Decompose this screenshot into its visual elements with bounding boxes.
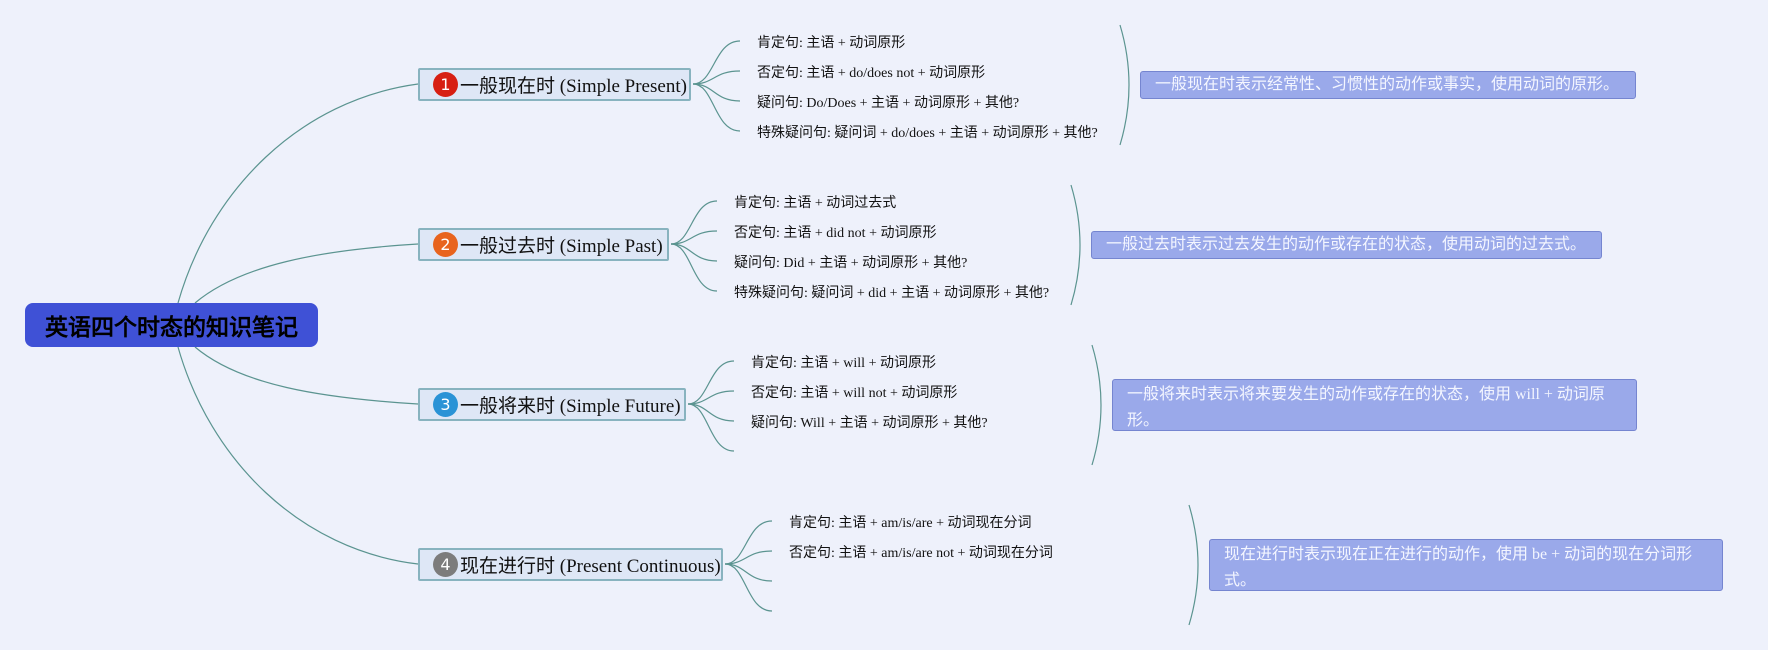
number-badge-icon: 4 xyxy=(433,552,458,577)
topic-node-present-continuous[interactable]: 4 现在进行时 (Present Continuous) xyxy=(418,548,723,581)
number-badge-icon: 1 xyxy=(433,72,458,97)
summary-note[interactable]: 一般将来时表示将来要发生的动作或存在的状态，使用 will + 动词原形。 xyxy=(1112,379,1637,431)
subtopic-item[interactable]: 疑问句: Did + 主语 + 动词原形 + 其他? xyxy=(734,256,968,271)
subtopic-item[interactable]: 否定句: 主语 + will not + 动词原形 xyxy=(751,386,958,401)
subtopic-item[interactable]: 特殊疑问句: 疑问词 + do/does + 主语 + 动词原形 + 其他? xyxy=(757,126,1098,141)
sub-connector-2-2 xyxy=(670,230,718,245)
subtopic-item[interactable]: 否定句: 主语 + do/does not + 动词原形 xyxy=(757,66,986,81)
subtopic-item[interactable]: 疑问句: Will + 主语 + 动词原形 + 其他? xyxy=(751,416,988,431)
root-node[interactable]: 英语四个时态的知识笔记 xyxy=(25,303,318,347)
root-branch-2 xyxy=(194,243,419,304)
sub-connector-3-2 xyxy=(687,390,735,405)
root-branch-1 xyxy=(177,83,419,304)
sub-connector-3-1 xyxy=(687,360,735,405)
subtopic-item[interactable]: 肯定句: 主语 + am/is/are + 动词现在分词 xyxy=(789,516,1032,531)
root-title: 英语四个时态的知识笔记 xyxy=(45,315,298,341)
topic-label: 一般现在时 (Simple Present) xyxy=(460,76,687,97)
sub-connector-2-4 xyxy=(670,243,718,292)
sub-connector-4-4 xyxy=(724,563,773,612)
subtopic-item[interactable]: 疑问句: Do/Does + 主语 + 动词原形 + 其他? xyxy=(757,96,1020,111)
sub-connector-2-1 xyxy=(670,200,718,245)
subtopic-item[interactable]: 特殊疑问句: 疑问词 + did + 主语 + 动词原形 + 其他? xyxy=(734,286,1050,301)
root-branch-4 xyxy=(177,346,419,565)
subtopic-item[interactable]: 否定句: 主语 + am/is/are not + 动词现在分词 xyxy=(789,546,1053,561)
topic-label: 一般将来时 (Simple Future) xyxy=(460,396,681,417)
number-badge-icon: 2 xyxy=(433,232,458,257)
number-badge-icon: 3 xyxy=(433,392,458,417)
topic-node-simple-present[interactable]: 1 一般现在时 (Simple Present) xyxy=(418,68,691,101)
subtopic-item[interactable]: 肯定句: 主语 + 动词原形 xyxy=(757,36,906,51)
subtopic-item[interactable]: 否定句: 主语 + did not + 动词原形 xyxy=(734,226,937,241)
topic-label: 现在进行时 (Present Continuous) xyxy=(460,556,721,577)
sub-connector-3-4 xyxy=(687,403,735,452)
sub-connector-4-2 xyxy=(724,550,773,565)
summary-bracket-3 xyxy=(1091,344,1102,466)
topic-node-simple-future[interactable]: 3 一般将来时 (Simple Future) xyxy=(418,388,686,421)
subtopic-item[interactable]: 肯定句: 主语 + will + 动词原形 xyxy=(751,356,936,371)
summary-note[interactable]: 一般现在时表示经常性、习惯性的动作或事实，使用动词的原形。 xyxy=(1140,71,1636,99)
summary-note[interactable]: 现在进行时表示现在正在进行的动作，使用 be + 动词的现在分词形式。 xyxy=(1209,539,1723,591)
summary-bracket-1 xyxy=(1119,24,1130,146)
root-branch-3 xyxy=(194,346,419,405)
sub-connector-4-1 xyxy=(724,520,773,565)
sub-connector-1-2 xyxy=(692,70,741,85)
subtopic-item[interactable]: 肯定句: 主语 + 动词过去式 xyxy=(734,196,897,211)
topic-label: 一般过去时 (Simple Past) xyxy=(460,236,663,257)
topic-node-simple-past[interactable]: 2 一般过去时 (Simple Past) xyxy=(418,228,669,261)
sub-connector-1-4 xyxy=(692,83,741,132)
summary-bracket-4 xyxy=(1188,504,1199,626)
summary-note[interactable]: 一般过去时表示过去发生的动作或存在的状态，使用动词的过去式。 xyxy=(1091,231,1602,259)
summary-bracket-2 xyxy=(1070,184,1081,306)
sub-connector-1-1 xyxy=(692,40,741,85)
